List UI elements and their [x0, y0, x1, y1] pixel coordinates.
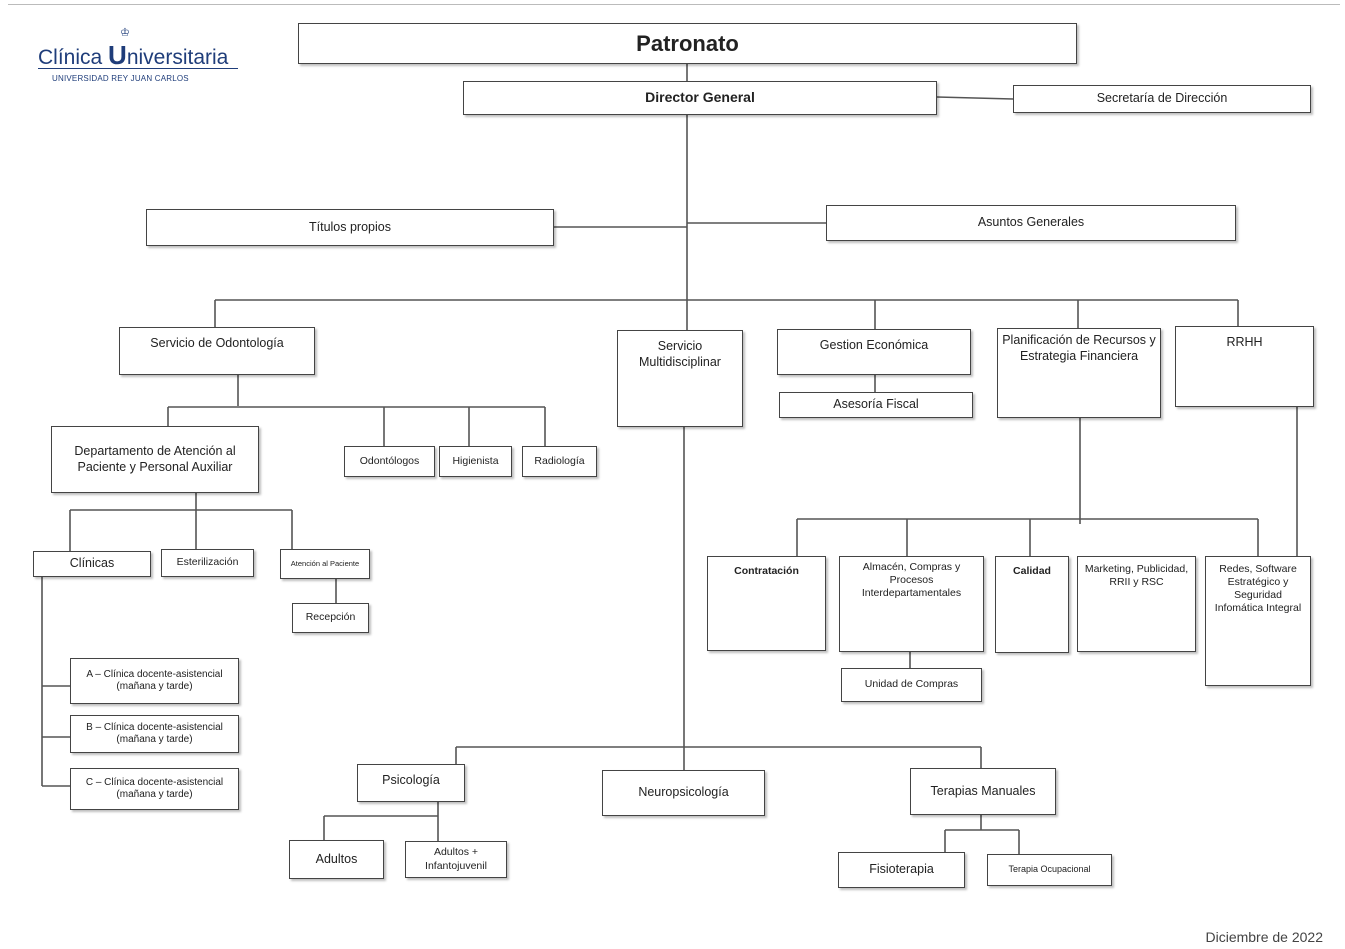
node-adultos-infantojuvenil: Adultos + Infantojuvenil [405, 841, 507, 878]
connector [936, 96, 1014, 100]
node-higienista: Higienista [439, 446, 512, 477]
node-fisioterapia: Fisioterapia [838, 852, 965, 888]
node-planificacion-recursos: Planificación de Recursos y Estrategia F… [997, 328, 1161, 418]
node-unidad-compras: Unidad de Compras [841, 668, 982, 702]
footer-date: Diciembre de 2022 [1205, 929, 1323, 945]
node-contratacion: Contratación [707, 556, 826, 651]
node-almacen-compras: Almacén, Compras y Procesos Interdeparta… [839, 556, 984, 652]
node-calidad: Calidad [995, 556, 1069, 653]
node-clinicas: Clínicas [33, 551, 151, 577]
node-psicologia: Psicología [357, 764, 465, 802]
node-terapias-manuales: Terapias Manuales [910, 768, 1056, 815]
node-clinica-b: B – Clínica docente-asistencial (mañana … [70, 715, 239, 753]
node-servicio-multidisciplinar: Servicio Multidisciplinar [617, 330, 743, 427]
crown-icon: ♔ [120, 27, 130, 39]
node-patronato: Patronato [298, 23, 1077, 64]
node-director-general: Director General [463, 81, 937, 115]
node-secretaria-direccion: Secretaría de Dirección [1013, 85, 1311, 113]
node-adultos: Adultos [289, 840, 384, 879]
logo-text-post: niversitaria [126, 46, 229, 69]
logo-subtitle: UNIVERSIDAD REY JUAN CARLOS [52, 74, 189, 83]
node-servicio-odontologia: Servicio de Odontología [119, 327, 315, 375]
node-clinica-a: A – Clínica docente-asistencial (mañana … [70, 658, 239, 704]
node-titulos-propios: Títulos propios [146, 209, 554, 246]
node-departamento-atencion: Departamento de Atención al Paciente y P… [51, 426, 259, 493]
node-asuntos-generales: Asuntos Generales [826, 205, 1236, 241]
node-clinica-c: C – Clínica docente-asistencial (mañana … [70, 768, 239, 810]
node-rrhh: RRHH [1175, 326, 1314, 407]
node-marketing: Marketing, Publicidad, RRII y RSC [1077, 556, 1196, 652]
logo-text: Clínica Universitaria [38, 40, 228, 71]
node-odontologos: Odontólogos [344, 446, 435, 477]
node-radiologia: Radiología [522, 446, 597, 477]
node-terapia-ocupacional: Terapia Ocupacional [987, 854, 1112, 886]
node-neuropsicologia: Neuropsicología [602, 770, 765, 816]
clinic-logo: ♔ Clínica Universitaria UNIVERSIDAD REY … [38, 26, 248, 96]
node-redes-software: Redes, Software Estratégico y Seguridad … [1205, 556, 1311, 686]
logo-text-pre: Clínica [38, 46, 109, 69]
node-recepcion: Recepción [292, 603, 369, 633]
logo-text-bold: U [108, 40, 127, 70]
node-asesoria-fiscal: Asesoría Fiscal [779, 392, 973, 418]
node-esterilizacion: Esterilización [161, 549, 254, 577]
node-gestion-economica: Gestion Económica [777, 329, 971, 375]
top-rule [8, 4, 1340, 5]
node-atencion-paciente: Atención al Paciente [280, 549, 370, 579]
logo-rule [38, 68, 238, 69]
